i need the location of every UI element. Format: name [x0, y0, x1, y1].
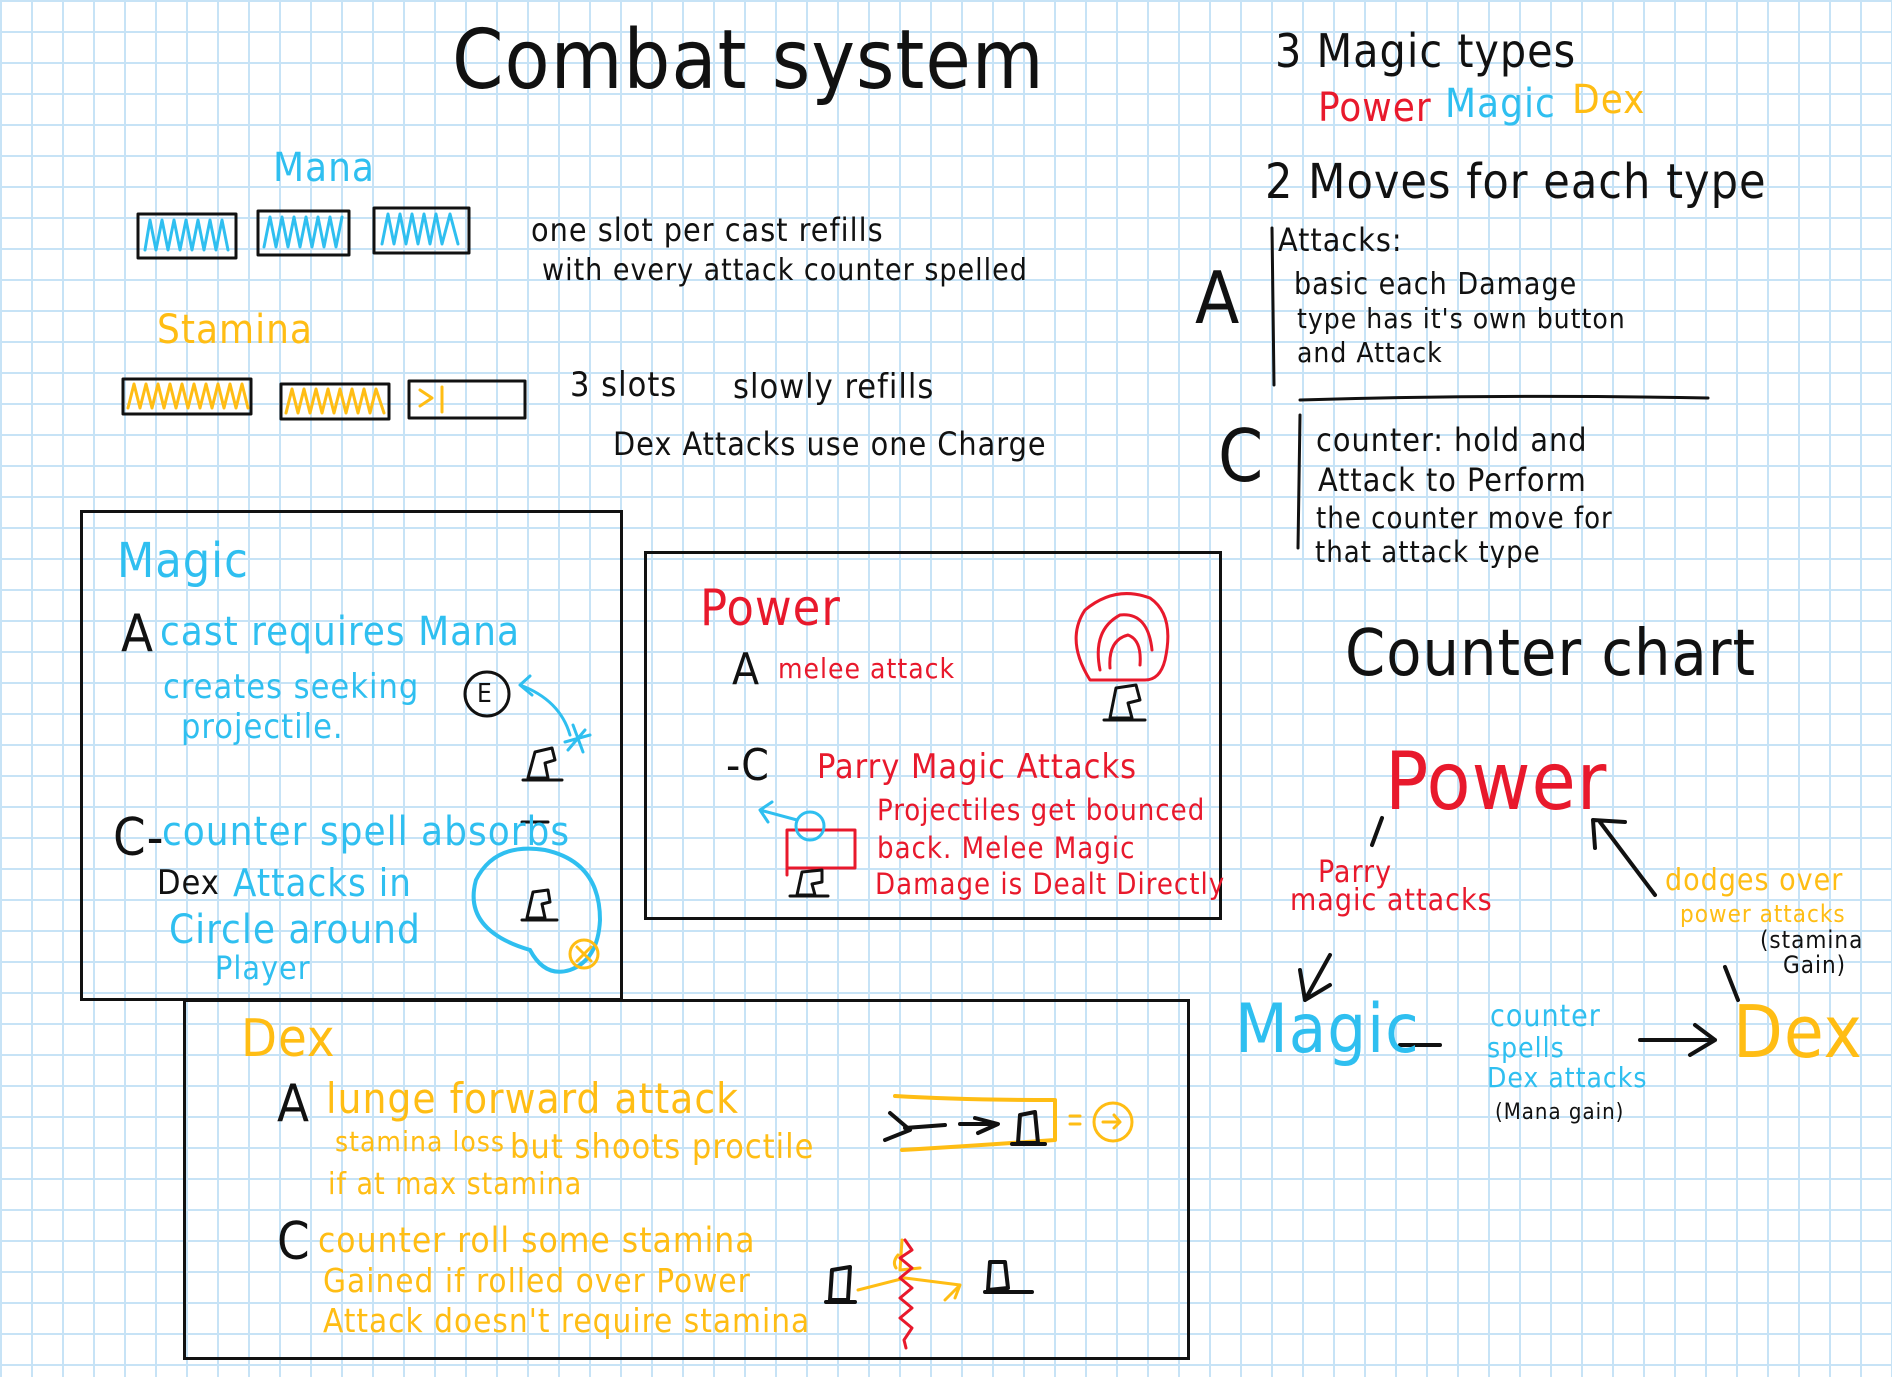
mana-note-line-2: with every attack counter spelled — [542, 253, 1028, 288]
magic-types-heading: 3 Magic types — [1275, 24, 1577, 78]
node-magic: Magic — [1235, 990, 1420, 1069]
counter-chart-title: Counter chart — [1345, 617, 1757, 691]
magic-c-dex: Dex — [157, 863, 220, 903]
edge-dex-power-note-1: (stamina — [1760, 926, 1864, 954]
power-box — [644, 551, 1222, 920]
counter-letter: C — [1218, 414, 1265, 498]
node-dex: Dex — [1733, 990, 1863, 1074]
edge-magic-dex-line-1: counter — [1490, 999, 1601, 1034]
edge-power-magic-line-2: magic attacks — [1290, 883, 1493, 918]
attack-title: Attacks: — [1278, 221, 1403, 259]
stamina-bar — [121, 377, 527, 421]
counter-line-2: Attack to Perform — [1318, 461, 1587, 499]
edge-dex-power-line-2: power attacks — [1680, 900, 1846, 928]
dex-c-line-2: Gained if rolled over Power — [323, 1261, 751, 1300]
magic-box-title: Magic — [117, 533, 249, 589]
dex-box-drawings — [824, 1094, 1134, 1350]
stamina-slots: 3 slots — [570, 365, 678, 405]
dex-a-line-2: but shoots proctile — [510, 1127, 815, 1167]
dex-a-line-3: if at max stamina — [328, 1167, 583, 1202]
magic-box-drawings — [463, 670, 602, 974]
counter-chart-arrows — [1298, 816, 1740, 1057]
dex-box-title: Dex — [241, 1009, 336, 1069]
type-dex: Dex — [1572, 77, 1646, 123]
magic-c-letter: C- — [113, 808, 165, 868]
node-power: Power — [1385, 735, 1608, 828]
power-c-text: Parry Magic Attacks — [817, 747, 1138, 787]
dex-c-letter: C — [277, 1212, 311, 1272]
power-c-line-1: Projectiles get bounced — [877, 793, 1206, 827]
type-magic: Magic — [1445, 81, 1556, 127]
dex-a-line-1: stamina loss — [335, 1125, 506, 1158]
type-power: Power — [1318, 85, 1432, 131]
counter-line-4: that attack type — [1315, 535, 1541, 569]
mana-label: Mana — [273, 145, 375, 191]
power-c-line-3: Damage is Dealt Directly — [875, 867, 1226, 901]
page-title: Combat system — [452, 13, 1045, 108]
dex-c-line-3: Attack doesn't require stamina — [323, 1301, 811, 1340]
mana-bar — [136, 206, 471, 260]
attack-line-1: basic each Damage — [1294, 267, 1578, 302]
mana-note-line-1: one slot per cast refills — [531, 211, 884, 249]
magic-c-text: counter spell absorbs — [162, 809, 571, 855]
dex-a-text: lunge forward attack — [326, 1074, 739, 1123]
stamina-refill: slowly refills — [733, 367, 935, 407]
dex-box — [183, 999, 1190, 1360]
moves-dividers — [1270, 226, 1710, 550]
power-a-text: melee attack — [778, 652, 956, 685]
magic-a-letter: A — [121, 604, 154, 664]
dex-c-line-1: counter roll some stamina — [318, 1221, 756, 1261]
magic-c-line-1: Attacks in — [233, 861, 412, 905]
magic-a-line-1: creates seeking — [163, 667, 420, 707]
power-a-letter: A — [732, 644, 761, 695]
edge-magic-dex-note: (Mana gain) — [1495, 1100, 1625, 1125]
edge-magic-dex-line-2: spells — [1487, 1031, 1565, 1064]
power-c-letter: -C — [726, 740, 770, 791]
magic-a-line-2: projectile. — [181, 707, 344, 747]
edge-dex-power-note-2: Gain) — [1783, 951, 1847, 979]
stamina-label: Stamina — [157, 307, 313, 353]
edge-power-magic-line-1: Parry — [1318, 855, 1393, 890]
attack-line-3: and Attack — [1297, 336, 1443, 369]
attack-line-2: type has it's own button — [1297, 302, 1626, 335]
power-box-title: Power — [700, 579, 841, 637]
counter-line-1: counter: hold and — [1316, 421, 1588, 459]
magic-c-line-2: Circle around — [169, 907, 421, 953]
stamina-dex-note: Dex Attacks use one Charge — [613, 425, 1047, 463]
dex-a-letter: A — [277, 1074, 310, 1134]
edge-magic-dex-line-3: Dex attacks — [1487, 1061, 1648, 1094]
attack-letter: A — [1195, 256, 1241, 340]
magic-a-text: cast requires Mana — [160, 609, 521, 655]
edge-dex-power-line-1: dodges over — [1665, 863, 1844, 898]
moves-heading: 2 Moves for each type — [1265, 154, 1767, 210]
enemy-label: E — [477, 679, 493, 709]
magic-c-line-3: Player — [215, 949, 311, 987]
counter-line-3: the counter move for — [1316, 501, 1613, 535]
power-c-line-2: back. Melee Magic — [877, 831, 1136, 865]
power-box-drawings — [758, 592, 1170, 898]
